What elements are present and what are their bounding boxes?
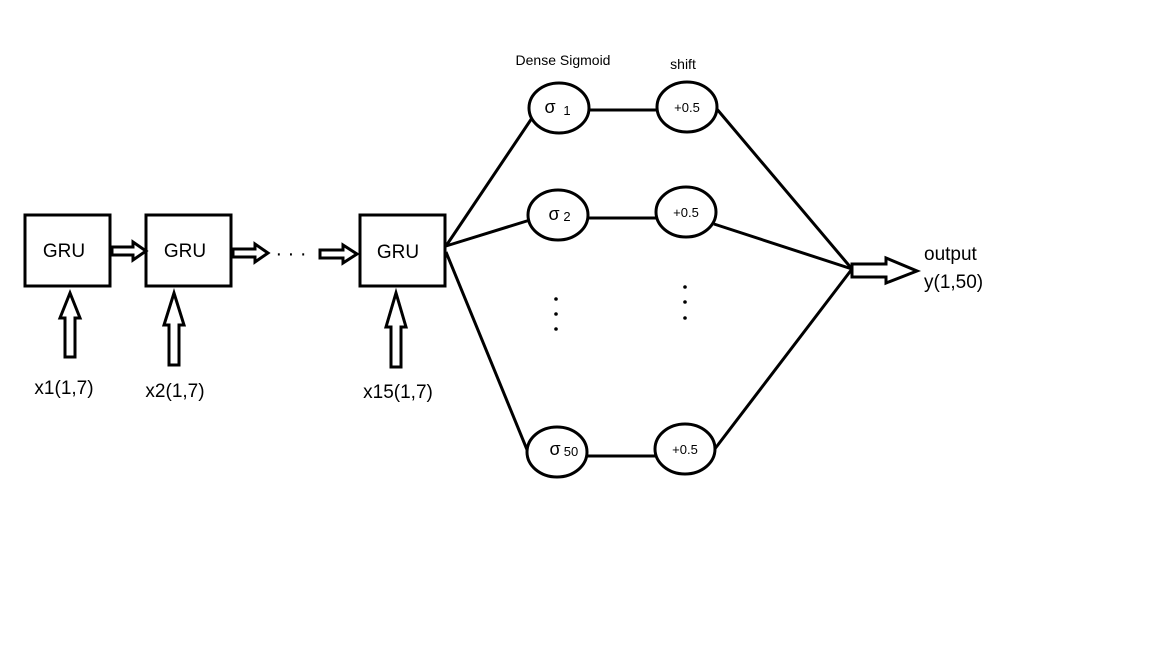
- output-label: output: [924, 244, 978, 265]
- sigmoid-node-50: σ 50: [525, 425, 589, 479]
- input-label-x1: x1(1,7): [34, 378, 93, 399]
- right-arrow-icon: [231, 241, 271, 265]
- up-arrow-icon: [383, 287, 409, 369]
- shift-value: +0.5: [672, 442, 698, 457]
- shift-value: +0.5: [674, 100, 700, 115]
- shift-value: +0.5: [673, 205, 699, 220]
- sigma-symbol: σ: [544, 97, 555, 117]
- sigma-index: 1: [563, 103, 570, 118]
- shift-to-output-connections: [712, 107, 854, 451]
- vertical-ellipsis-dense: [554, 297, 558, 331]
- up-arrow-icon: [161, 287, 187, 367]
- vertical-ellipsis-shift: [683, 285, 687, 320]
- gru-label: GRU: [377, 242, 419, 263]
- shift-header: shift: [670, 56, 696, 72]
- dense-to-shift-connections: [586, 108, 658, 458]
- shift-node-50: +0.5: [653, 422, 717, 476]
- output-shape: y(1,50): [924, 272, 983, 293]
- input-label-x2: x2(1,7): [145, 381, 204, 402]
- gru-to-dense-connections: [444, 117, 534, 458]
- dense-sigmoid-header: Dense Sigmoid: [516, 52, 611, 68]
- sigmoid-node-1: σ 1: [527, 81, 591, 135]
- right-arrow-icon: [318, 242, 360, 266]
- sigmoid-node-2: σ 2: [526, 188, 590, 242]
- gru-cell-15: GRU: [358, 213, 447, 288]
- shift-node-2: +0.5: [654, 185, 718, 239]
- sigma-symbol: σ: [549, 439, 560, 459]
- sigma-index: 2: [563, 209, 570, 224]
- gru-label: GRU: [164, 241, 206, 262]
- right-arrow-icon: [110, 239, 149, 263]
- sigma-symbol: σ: [548, 204, 559, 224]
- gru-label: GRU: [43, 241, 85, 262]
- gru-cell-2: GRU: [144, 213, 233, 288]
- input-label-x15: x15(1,7): [363, 382, 433, 403]
- up-arrow-icon: [57, 288, 83, 359]
- gru-sequence-ellipsis: · · ·: [275, 243, 306, 265]
- right-arrow-icon: [850, 255, 922, 286]
- gru-cell-1: GRU: [23, 213, 112, 288]
- sigma-index: 50: [564, 444, 578, 459]
- shift-node-1: +0.5: [655, 80, 719, 134]
